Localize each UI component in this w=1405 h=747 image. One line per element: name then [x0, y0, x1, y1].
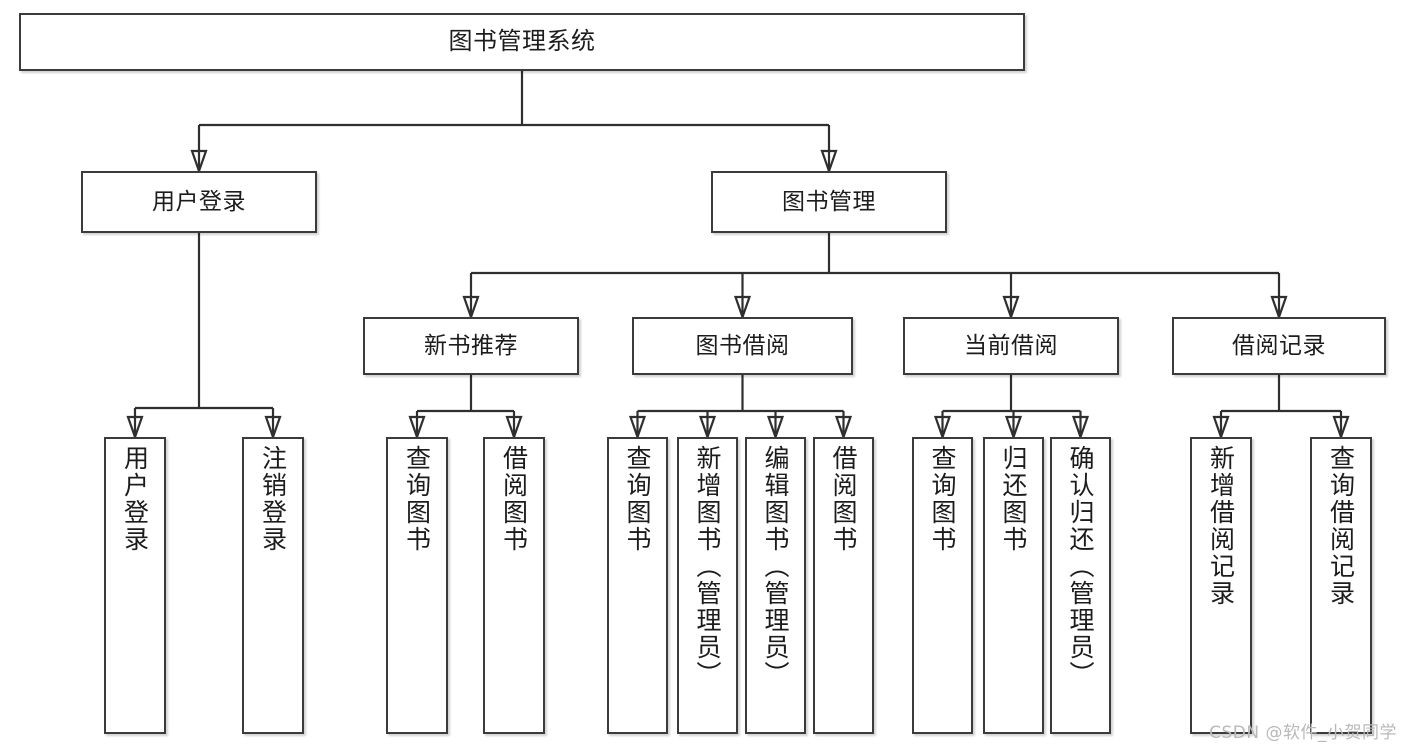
node-leaf-4[interactable]: 查询图书	[607, 437, 668, 734]
node-leaf-3[interactable]: 借阅图书	[483, 437, 545, 734]
node-label: 用户登录	[152, 188, 246, 215]
node-label: 查询图书	[623, 445, 652, 553]
node-level3-1[interactable]: 图书借阅	[632, 317, 853, 375]
node-label: 借阅记录	[1232, 332, 1326, 359]
node-label: 借阅图书	[499, 445, 529, 553]
node-leaf-5[interactable]: 新增图书（管理员）	[677, 437, 738, 734]
node-label: 借阅图书	[829, 445, 858, 553]
node-leaf-7[interactable]: 借阅图书	[813, 437, 874, 734]
node-label: 新增借阅记录	[1206, 445, 1236, 607]
node-label: 用户登录	[120, 445, 150, 553]
node-label: 注销登录	[258, 445, 288, 553]
node-label: 新增图书（管理员）	[693, 445, 722, 688]
node-level3-2[interactable]: 当前借阅	[903, 317, 1119, 375]
node-label: 确认归还（管理员）	[1066, 445, 1095, 688]
node-level2-1[interactable]: 图书管理	[711, 171, 947, 233]
node-leaf-12[interactable]: 查询借阅记录	[1310, 437, 1372, 734]
node-leaf-2[interactable]: 查询图书	[386, 437, 448, 734]
node-leaf-10[interactable]: 确认归还（管理员）	[1050, 437, 1111, 734]
node-label: 图书借阅	[695, 332, 790, 359]
watermark-text: CSDN @软件_小贺同学	[1209, 723, 1397, 743]
node-label: 归还图书	[999, 445, 1028, 553]
node-leaf-11[interactable]: 新增借阅记录	[1190, 437, 1252, 734]
node-leaf-8[interactable]: 查询图书	[912, 437, 973, 734]
node-leaf-9[interactable]: 归还图书	[983, 437, 1044, 734]
node-root-system[interactable]: 图书管理系统	[19, 13, 1025, 71]
node-leaf-6[interactable]: 编辑图书（管理员）	[745, 437, 806, 734]
node-label: 查询图书	[928, 445, 957, 553]
node-label: 查询借阅记录	[1326, 445, 1356, 607]
node-level3-3[interactable]: 借阅记录	[1172, 317, 1386, 375]
node-label: 查询图书	[402, 445, 432, 553]
node-leaf-1[interactable]: 注销登录	[242, 437, 304, 734]
node-leaf-0[interactable]: 用户登录	[104, 437, 166, 734]
node-label: 图书管理	[782, 188, 876, 215]
node-label: 编辑图书（管理员）	[761, 445, 790, 688]
node-level2-0[interactable]: 用户登录	[81, 171, 317, 233]
node-level3-0[interactable]: 新书推荐	[363, 317, 579, 375]
node-label: 新书推荐	[424, 332, 518, 359]
node-label: 图书管理系统	[448, 27, 596, 56]
node-label: 当前借阅	[964, 332, 1058, 359]
